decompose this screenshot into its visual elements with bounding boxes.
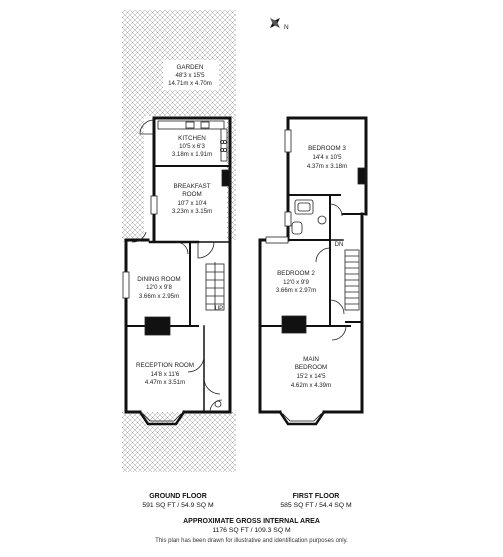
dining-name: DINING ROOM (137, 276, 180, 283)
first-floor-area: 585 SQ FT / 54.4 SQ M (280, 502, 352, 509)
main-bedroom-imperial: 15'2 x 14'5 (296, 373, 326, 380)
breakfast-metric: 3.23m x 3.15m (172, 208, 212, 215)
bedroom2-metric: 3.66m x 2.97m (276, 287, 316, 294)
bedroom2-name: BEDROOM 2 (277, 270, 315, 277)
main-bedroom-metric: 4.62m x 4.39m (291, 382, 331, 389)
kitchen-metric: 3.18m x 1.91m (172, 151, 212, 158)
breakfast-name-line2: ROOM (182, 191, 202, 198)
dining-imperial: 12'0 x 9'8 (146, 284, 172, 291)
total-area-title: APPROXIMATE GROSS INTERNAL AREA (183, 518, 320, 525)
disclaimer-text: This plan has been drawn for illustrativ… (155, 538, 348, 544)
garden-label-box (163, 60, 219, 90)
kitchen-name: KITCHEN (178, 135, 206, 142)
dining-metric: 3.66m x 2.95m (139, 293, 179, 300)
stairs-up-label: UP (215, 306, 223, 312)
front-garden-area (122, 412, 236, 472)
garden-metric: 14.71m x 4.70m (168, 80, 212, 87)
main-bedroom-name-line2: BEDROOM (295, 364, 328, 371)
bedroom3-name: BEDROOM 3 (308, 145, 346, 152)
reception-name: RECEPTION ROOM (136, 362, 194, 369)
garden-imperial: 48'3 x 15'5 (175, 72, 205, 79)
total-area-value: 1176 SQ FT / 109.3 SQ M (212, 527, 291, 534)
main-bedroom-name-line1: MAIN (303, 356, 319, 363)
first-floor-title: FIRST FLOOR (292, 493, 340, 500)
garden-name: GARDEN (177, 64, 204, 71)
bedroom2-imperial: 12'0 x 9'9 (283, 279, 309, 286)
reception-imperial: 14'8 x 11'6 (151, 371, 180, 378)
breakfast-name-line1: BREAKFAST (173, 183, 210, 190)
ground-floor-area: 591 SQ FT / 54.9 SQ M (142, 502, 214, 509)
bedroom3-imperial: 14'4 x 10'5 (312, 154, 342, 161)
bedroom3-metric: 4.37m x 3.18m (307, 163, 347, 170)
reception-metric: 4.47m x 3.51m (145, 379, 185, 386)
ground-floor-walls (124, 116, 232, 426)
kitchen-imperial: 10'5 x 6'3 (179, 143, 205, 150)
first-floor-fixtures (265, 129, 367, 341)
stairs-down-label: DN (335, 242, 344, 248)
ground-floor-title: GROUND FLOOR (149, 493, 207, 500)
compass-north-arrow-icon (270, 18, 280, 28)
ground-floor-fixtures (122, 119, 231, 413)
compass-label: N (284, 24, 289, 31)
side-return-area (122, 116, 144, 242)
breakfast-imperial: 10'7 x 10'4 (177, 200, 207, 207)
